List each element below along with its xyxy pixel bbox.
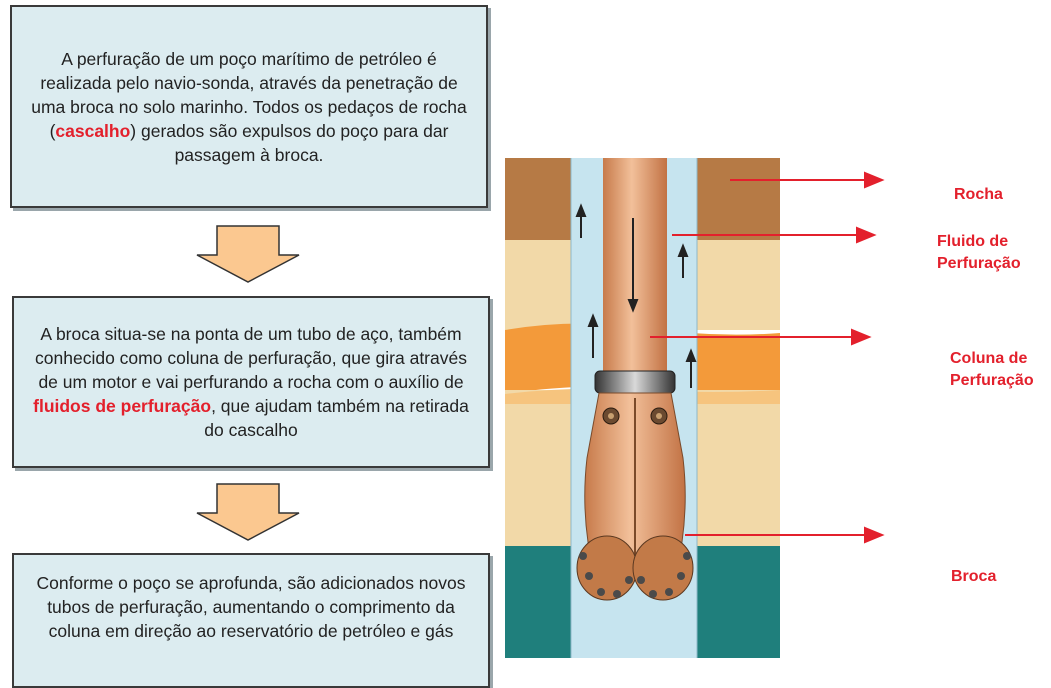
step-3-box: Conforme o poço se aprofunda, são adicio… [12,553,490,688]
label-fluido-line-1: Fluido de [937,233,1009,250]
bit-cone-right [632,535,694,601]
down-arrow-1-icon [196,225,300,283]
step-2-box: A broca situa-se na ponta de um tubo de … [12,296,490,468]
label-coluna: Coluna de Perfuração [950,348,1034,392]
step-1-text-before: A perfuração de um poço marítimo de petr… [31,48,467,141]
step-1-text: A perfuração de um poço marítimo de petr… [26,47,472,167]
step-2-text-after: , que ajudam também na retirada do casca… [204,396,469,440]
label-rocha: Rocha [954,186,1003,203]
down-arrow-2-icon [196,483,300,541]
step-1-highlight: cascalho [55,120,131,141]
label-fluido: Fluido de Perfuração [937,231,1021,275]
drilling-illustration [505,158,780,658]
step-2-highlight: fluidos de perfuração [33,396,212,416]
step-2-text-before: A broca situa-se na ponta de um tubo de … [35,324,467,392]
step-1-text-after: ) gerados são expulsos do poço para dar … [130,120,449,165]
step-1-box: A perfuração de um poço marítimo de petr… [10,5,488,208]
step-3-text: Conforme o poço se aprofunda, são adicio… [36,573,466,641]
label-fluido-line-2: Perfuração [937,255,1021,272]
label-coluna-line-1: Coluna de [950,350,1028,367]
step-2-text: A broca situa-se na ponta de um tubo de … [28,322,474,442]
bit-cone-left [576,535,638,601]
label-coluna-line-2: Perfuração [950,372,1034,389]
label-broca: Broca [951,568,997,585]
pointer-arrows [650,171,885,544]
